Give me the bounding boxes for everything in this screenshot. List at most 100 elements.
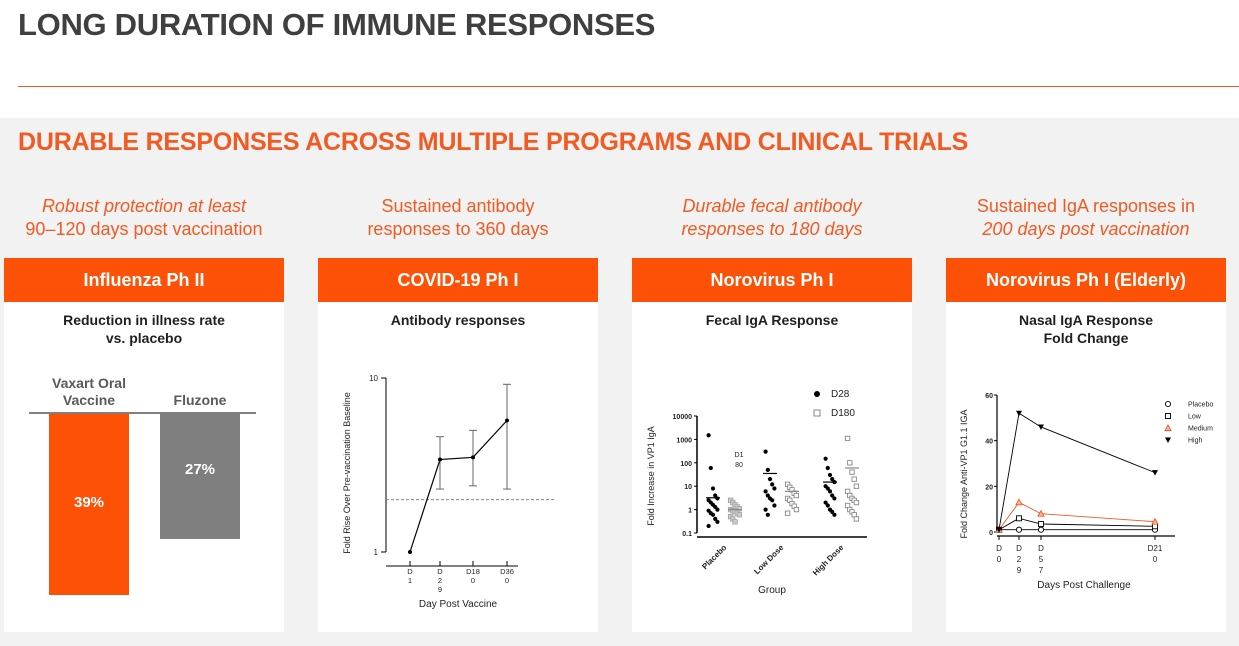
x-tick-label: 0 [1153,555,1158,564]
legend-label-medium: Medium [1188,426,1213,433]
scatter-point-d28 [827,472,833,478]
caption-line: 90–120 days post vaccination [25,219,263,239]
caption-line: Sustained antibody [381,196,535,216]
panel-title: Antibody responses [390,312,526,328]
data-point-placebo [1037,526,1045,533]
y-tick-label: 10 [369,374,378,383]
stray-label: 80 [735,462,743,469]
scatter-point-d28 [765,467,770,472]
x-axis-label: Group [758,585,786,596]
panel-header: Norovirus Ph I (Elderly) [946,258,1226,302]
legend-marker-d180 [813,409,821,417]
data-point-high [1016,410,1022,417]
x-tick-label: 9 [438,585,442,594]
scatter-point-d28 [715,507,720,512]
scatter-point-d28 [825,503,830,508]
data-point-high [996,527,1002,533]
legend-marker-high [1165,437,1171,443]
y-axis-label: Fold Change Anti-VP1 G1.1 IGA [959,409,969,538]
series-line-medium [998,501,1156,530]
scatter-point-d28 [713,516,718,522]
bar-value-label: 39% [73,493,105,511]
panel-title: Fecal IgA Response [705,312,839,328]
bar-vaxart [49,414,129,595]
y-tick-label: 40 [985,439,993,446]
panel-header: Norovirus Ph I [632,258,912,302]
scatter-point-d28 [763,489,768,494]
x-category-label: Low Dose [752,543,785,576]
caption-line: responses to 180 days [681,219,863,239]
panel-header: COVID-19 Ph I [318,258,598,302]
legend-label-high: High [1188,438,1203,445]
scatter-point-d180 [853,516,860,522]
y-tick-label: 0.1 [682,531,692,538]
panel-title: Nasal IgA Response Fold Change [946,311,1226,347]
scatter-point-d28 [832,512,837,517]
y-tick-label: 1 [374,548,379,557]
caption-covid: Sustained antibody responses to 360 days [318,195,598,241]
scatter-point-d28 [770,482,775,487]
scatter-point-d180 [793,492,800,499]
legend-label-low: Low [1188,414,1202,421]
legend-label-d28: D28 [831,389,850,400]
data-point-medium [1015,498,1023,506]
panel-influenza: Influenza Ph II Reduction in illness rat… [4,258,284,632]
data-point [471,455,475,460]
caption-line: Durable fecal antibody [682,196,862,216]
scatter-point-d180 [849,469,855,475]
caption-line: responses to 360 days [367,219,549,239]
scatter-point-d180 [844,435,851,442]
bar-value-label: 27% [184,461,216,478]
x-axis-label: Days Post Challenge [1037,580,1131,591]
page-subtitle: DURABLE RESPONSES ACROSS MULTIPLE PROGRA… [18,128,969,156]
x-tick-label: 2 [1017,555,1022,564]
x-tick-label: 5 [1039,555,1044,564]
panel-header: Influenza Ph II [4,258,284,302]
bar-fluzone [160,414,240,540]
scatter-point-d180 [732,519,738,525]
panel-title: Reduction in illness rate vs. placebo [4,311,284,347]
scatter-point-d28 [770,498,775,503]
bar-category-line: Vaccine [62,392,116,408]
y-tick-label: 1 [688,508,692,515]
bar-category-label: Vaxart Oral Vaccine [29,375,149,409]
x-tick-label: D [407,567,413,576]
x-tick-label: D [1016,544,1022,553]
series-line-high [998,412,1156,530]
data-point-high [1152,470,1158,476]
page-title: LONG DURATION OF IMMUNE RESPONSES [18,7,656,42]
bar-category-label: Fluzone [150,392,250,409]
x-category-label: Placebo [700,543,728,571]
scatter-point-d28 [765,493,770,498]
panel-title-line: vs. placebo [105,330,183,346]
bar-category-line: Fluzone [173,392,227,408]
scatter-point-d28 [823,500,828,505]
scatter-point-d180 [784,510,791,516]
scatter-point-d28 [763,507,768,512]
y-tick-label: 0 [989,530,993,537]
panel-norovirus-elderly: Norovirus Ph I (Elderly) Nasal IgA Respo… [946,258,1226,632]
data-point-low [1016,515,1022,522]
y-axis-label: Fold Increase in VP1 IgA [646,426,656,526]
x-tick-label: 0 [997,555,1002,564]
y-axis-label: Fold Rise Over Pre-vaccination Baseline [342,392,352,554]
series-line [409,420,508,553]
x-category-label: High Dose [811,543,846,578]
panel-title-line: Fold Change [1043,330,1129,346]
legend-marker-d28 [814,391,820,397]
scatter-point-d28 [772,503,777,508]
legend-label-d180: D180 [831,408,855,419]
data-point [505,418,509,423]
x-tick-label: D [437,567,443,576]
data-point-high [1038,424,1044,430]
x-tick-label: 0 [505,576,509,585]
data-point-low [1038,521,1044,527]
scatter-point-d28 [772,486,777,491]
header-divider [18,86,1239,87]
